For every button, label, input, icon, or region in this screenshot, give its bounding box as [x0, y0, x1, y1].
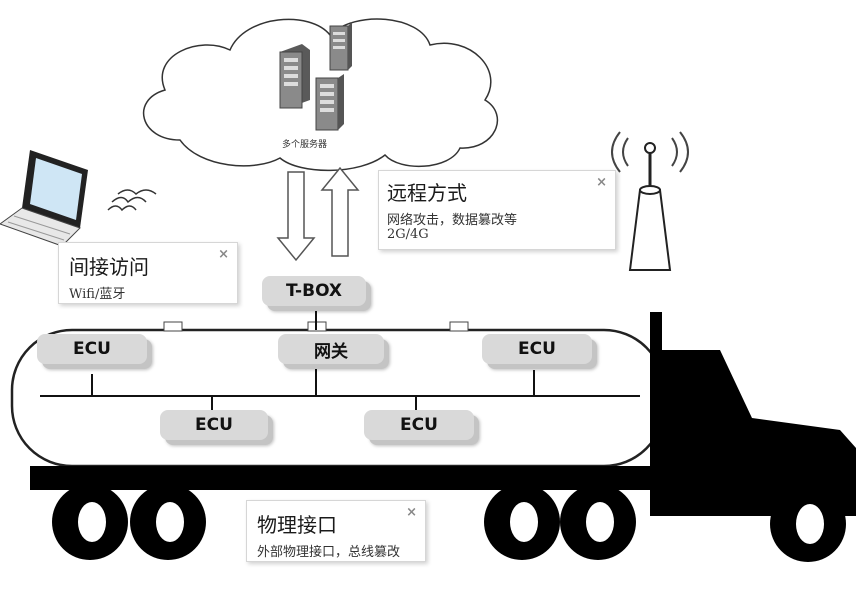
server-icon	[279, 44, 310, 109]
cloud-label: 多个服务器	[282, 140, 328, 150]
tbox-node: T-BOX	[262, 276, 366, 306]
arrow-down-icon	[276, 171, 316, 262]
laptop-icon	[0, 150, 88, 247]
bus-lines	[40, 304, 640, 410]
ecu-node-right: ECU	[482, 334, 592, 364]
server-icon	[315, 74, 344, 131]
callout-line: Wifi/蓝牙	[69, 287, 126, 302]
wifi-waves-icon	[107, 189, 157, 212]
gateway-node: 网关	[278, 334, 384, 364]
ecu-node-bottom-left: ECU	[160, 410, 268, 440]
arrow-up-icon	[320, 166, 360, 257]
indirect-access-callout: × 间接访问 Wifi/蓝牙	[58, 242, 238, 304]
remote-access-callout: × 远程方式 网络攻击，数据篡改等 2G/4G	[378, 170, 616, 250]
callout-title: 物理接口	[257, 513, 337, 537]
callout-title: 间接访问	[69, 255, 149, 279]
server-icon	[329, 22, 352, 71]
callout-title: 远程方式	[387, 181, 467, 205]
ecu-node-bottom-right: ECU	[364, 410, 474, 440]
callout-line: 外部物理接口，总线篡改	[257, 545, 401, 560]
callout-line: 网络攻击，数据篡改等	[387, 213, 518, 228]
ecu-node-left: ECU	[37, 334, 147, 364]
close-icon[interactable]: ×	[218, 247, 229, 262]
callout-line: 2G/4G	[387, 227, 429, 242]
physical-interface-callout: × 物理接口 外部物理接口，总线篡改	[246, 500, 426, 562]
close-icon[interactable]: ×	[406, 505, 417, 520]
antenna-tower-icon	[611, 131, 689, 271]
close-icon[interactable]: ×	[596, 175, 607, 190]
